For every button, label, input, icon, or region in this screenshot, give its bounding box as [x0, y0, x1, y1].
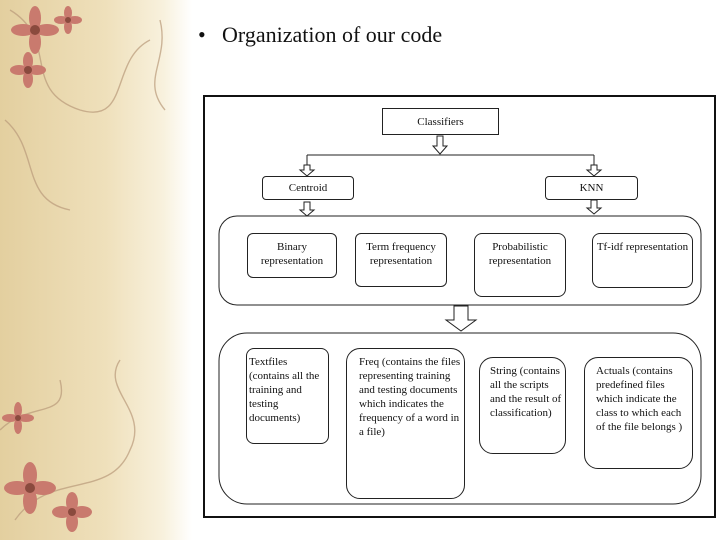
freq-folder-box: Freq (contains the files representing tr… [346, 348, 465, 499]
centroid-box: Centroid [262, 176, 354, 200]
representation-group [218, 215, 702, 306]
slide-title-text: Organization of our code [222, 22, 443, 47]
actuals-folder-box: Actuals (contains predefined files which… [584, 357, 693, 469]
tfidf-representation-box: Tf-idf representation [592, 233, 693, 288]
down-arrow-icon [585, 164, 603, 177]
large-down-arrow-icon [444, 305, 478, 332]
down-arrow-icon [431, 135, 449, 155]
probabilistic-representation-box: Probabilistic representation [474, 233, 566, 297]
knn-box: KNN [545, 176, 638, 200]
down-arrow-icon [298, 164, 316, 177]
string-folder-box: String (contains all the scripts and the… [479, 357, 566, 454]
down-arrow-icon [298, 201, 316, 217]
term-frequency-representation-box: Term frequency representation [355, 233, 447, 287]
decorative-sidebar [0, 0, 192, 540]
textfiles-folder-box: Textfiles (contains all the training and… [246, 348, 329, 444]
binary-representation-box: Binary representation [247, 233, 337, 278]
slide-title: • Organization of our code [198, 22, 442, 48]
folder-group [218, 332, 702, 505]
down-arrow-icon [585, 199, 603, 215]
bullet-point: • [198, 22, 206, 47]
classifiers-box: Classifiers [382, 108, 499, 135]
floral-decoration-icon [0, 6, 166, 532]
